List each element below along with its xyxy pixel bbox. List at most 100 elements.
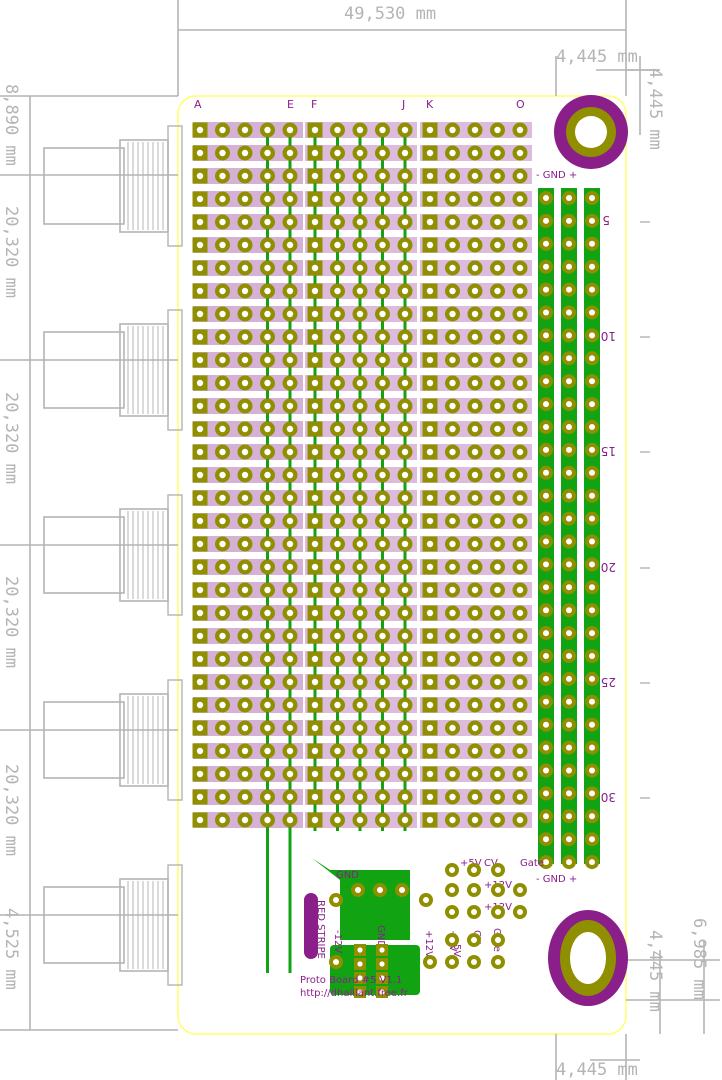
pad-hole	[356, 379, 364, 387]
pad-hole	[401, 218, 409, 226]
pad-hole	[379, 218, 386, 226]
power-header-pads	[329, 863, 527, 998]
pad-hole	[516, 701, 524, 709]
power-pad-hole	[399, 887, 405, 893]
pad-hole	[241, 632, 249, 640]
dim-top-right-small: 4,445 mm	[556, 47, 638, 67]
rail-pad-hole	[589, 469, 595, 476]
pad-hole	[379, 149, 386, 157]
pad-hole	[516, 563, 524, 571]
rail-pad-hole	[543, 630, 549, 637]
pad-hole	[356, 770, 364, 778]
pad-hole	[241, 517, 249, 525]
rail-pad-hole	[543, 607, 549, 614]
pad-hole	[379, 701, 386, 709]
jack-thread	[119, 508, 169, 602]
rail-pad-hole	[566, 469, 572, 476]
pad-hole	[379, 448, 386, 456]
rail-pad-hole	[566, 446, 572, 453]
pad-hole	[379, 517, 386, 525]
pad-hole	[241, 770, 249, 778]
pad-hole	[219, 425, 226, 433]
pad-hole	[379, 609, 386, 617]
rail-pad-hole	[589, 790, 595, 797]
rail-pad-hole	[543, 332, 549, 339]
pad-hole	[241, 172, 249, 180]
pad-hole	[356, 586, 364, 594]
pad-hole	[286, 241, 294, 249]
pad-hole	[241, 356, 249, 364]
rail-pad-hole	[543, 721, 549, 728]
row-number-25: 25	[601, 675, 616, 689]
rail-pad-hole	[566, 515, 572, 522]
jack-barrel	[43, 516, 125, 594]
pad-hole	[334, 632, 341, 640]
pad-hole	[471, 609, 479, 617]
pad-hole	[426, 724, 434, 732]
pad-hole	[379, 678, 386, 686]
pad-hole	[516, 724, 524, 732]
pad-hole	[311, 126, 319, 134]
pad-hole	[471, 425, 479, 433]
pad-hole	[334, 747, 341, 755]
pad-hole	[356, 195, 364, 203]
pad-hole	[494, 287, 501, 295]
pad-hole	[264, 448, 271, 456]
pad-hole	[241, 540, 249, 548]
rail-pad-hole	[566, 286, 572, 293]
pad-hole	[426, 402, 434, 410]
pad-hole	[219, 816, 226, 824]
rail-pad-hole	[589, 240, 595, 247]
pad-hole	[494, 609, 501, 617]
pad-hole	[401, 678, 409, 686]
pad-hole	[449, 241, 456, 249]
rail-pad-hole	[589, 721, 595, 728]
pad-hole	[311, 172, 319, 180]
power-pad-hole	[517, 909, 523, 915]
pad-hole	[379, 356, 386, 364]
pad-hole	[379, 425, 386, 433]
pad-hole	[494, 540, 501, 548]
pad-hole	[471, 816, 479, 824]
pad-hole	[401, 149, 409, 157]
pad-hole	[311, 425, 319, 433]
pad-hole	[241, 287, 249, 295]
row-number-15: 15	[601, 444, 616, 458]
pad-hole	[264, 540, 271, 548]
pad-hole	[401, 402, 409, 410]
pad-hole	[241, 264, 249, 272]
pad-hole	[494, 793, 501, 801]
pad-hole	[286, 517, 294, 525]
pad-hole	[516, 310, 524, 318]
pad-hole	[241, 402, 249, 410]
pad-hole	[401, 356, 409, 364]
pad-hole	[516, 241, 524, 249]
rail-pad-hole	[589, 653, 595, 659]
rail-pad-hole	[589, 767, 595, 774]
pad-hole	[264, 471, 271, 479]
rail-pad-hole	[589, 813, 595, 820]
pad-hole	[356, 678, 364, 686]
pad-hole	[471, 793, 479, 801]
pad-hole	[494, 770, 501, 778]
dim-top-right-vertical: 4,445 mm	[645, 68, 665, 150]
pad-hole	[241, 655, 249, 663]
dimension-labels: 49,530 mm 4,445 mm 4,445 mm 8,890 mm 20,…	[1, 4, 709, 1080]
pad-hole	[196, 356, 204, 364]
pad-hole	[449, 494, 456, 502]
pad-hole	[264, 494, 271, 502]
pad-hole	[311, 586, 319, 594]
pad-hole	[196, 494, 204, 502]
rail-pad-hole	[543, 217, 549, 224]
rail-pad-hole	[566, 859, 572, 866]
pad-hole	[196, 448, 204, 456]
jack-outline	[43, 864, 183, 986]
pad-hole	[449, 655, 456, 663]
rail-pad-hole	[543, 401, 549, 408]
pad-hole	[241, 609, 249, 617]
rail-pad-hole	[543, 675, 549, 682]
pad-hole	[311, 540, 319, 548]
pad-hole	[449, 149, 456, 157]
red-stripe-bar	[304, 893, 318, 959]
pad-hole	[516, 655, 524, 663]
